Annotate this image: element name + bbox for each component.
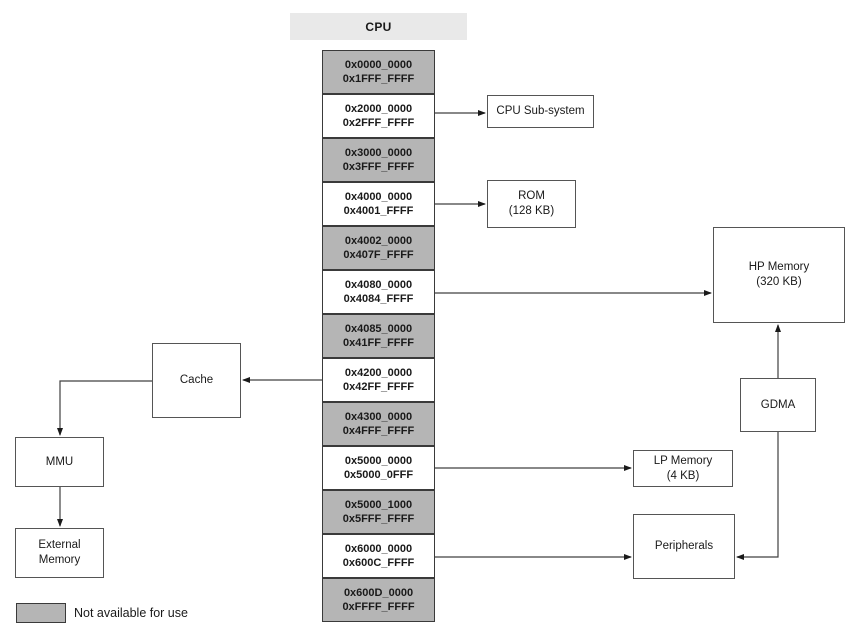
- component-box-gdma: GDMA: [740, 378, 816, 432]
- arrow-gdma-to-peripherals: [736, 432, 779, 560]
- component-box-peripherals: Peripherals: [633, 514, 735, 579]
- cpu-header-label: CPU: [365, 19, 392, 34]
- legend: Not available for use: [16, 603, 188, 623]
- component-box-cpu-subsystem: CPU Sub-system: [487, 95, 594, 128]
- component-box-hp-memory: HP Memory(320 KB): [713, 227, 845, 323]
- component-box-rom: ROM(128 KB): [487, 180, 576, 228]
- component-box-cache: Cache: [152, 343, 241, 418]
- legend-unavailable-swatch: [16, 603, 66, 623]
- component-box-mmu: MMU: [15, 437, 104, 487]
- arrow-cache-to-mmu: [57, 380, 152, 436]
- component-box-lp-memory: LP Memory(4 KB): [633, 450, 733, 487]
- cpu-header: CPU: [290, 13, 467, 40]
- legend-label: Not available for use: [74, 606, 188, 620]
